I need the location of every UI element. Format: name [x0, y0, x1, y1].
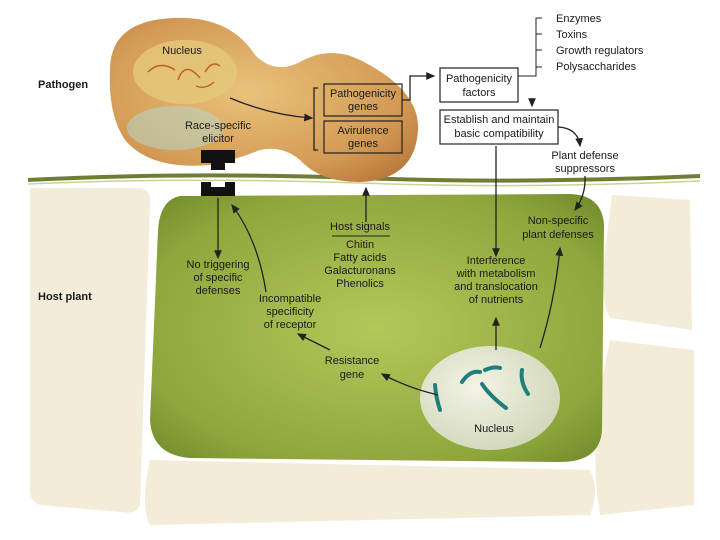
factor-item-1: Toxins [556, 29, 588, 41]
factor-item-3: Polysaccharides [556, 61, 637, 73]
elicitor-label-line2: elicitor [202, 133, 234, 145]
establish-line2: basic compatibility [454, 128, 544, 140]
host-signal-2: Galacturonans [324, 265, 396, 277]
interference-line1: Interference [467, 255, 526, 267]
incompatible-line3: of receptor [264, 319, 317, 331]
factors-bracket [535, 17, 542, 68]
chromosomes [433, 365, 530, 412]
avirulence-genes-line2: genes [348, 138, 378, 150]
pathogenicity-factors-line2: factors [462, 87, 496, 99]
suppressors-line1: Plant defense [551, 150, 618, 162]
host-nucleus-label: Nucleus [474, 423, 514, 435]
resistance-gene-line2: gene [340, 369, 364, 381]
host-signal-0: Chitin [346, 239, 374, 251]
nonspecific-line2: plant defenses [522, 229, 594, 241]
incompatible-line1: Incompatible [259, 293, 321, 305]
no-trigger-line2: of specific [194, 272, 243, 284]
pathogenicity-genes-line1: Pathogenicity [330, 88, 397, 100]
nonspecific-line1: Non-specific [528, 215, 589, 227]
host-signals-title: Host signals [330, 221, 390, 233]
establish-line1: Establish and maintain [444, 114, 555, 126]
avirulence-genes-line1: Avirulence [337, 125, 388, 137]
pathogenicity-factors-line1: Pathogenicity [446, 73, 513, 85]
pathogen-nucleus [133, 40, 237, 104]
factor-item-2: Growth regulators [556, 45, 644, 57]
pathogen-side-label: Pathogen [38, 79, 88, 91]
resistance-gene-line1: Resistance [325, 355, 379, 367]
elicitor-label-line1: Race-specific [185, 120, 252, 132]
pathogen-nucleus-label: Nucleus [162, 45, 202, 57]
avirulence-genes-box [323, 120, 403, 154]
no-trigger-line3: defenses [196, 285, 241, 297]
elicitor-shape [201, 150, 235, 170]
surrounding-cells [29, 188, 694, 525]
host-plant-side-label: Host plant [38, 291, 92, 303]
interference-line3: and translocation [454, 281, 538, 293]
no-trigger-line1: No triggering [187, 259, 250, 271]
host-signal-1: Fatty acids [333, 252, 387, 264]
host-signal-3: Phenolics [336, 278, 384, 290]
host-nucleus [420, 346, 560, 450]
pathogenicity-factors-box [439, 67, 519, 103]
factor-item-0: Enzymes [556, 13, 602, 25]
pathogenicity-genes-line2: genes [348, 101, 378, 113]
receptor-shape [201, 182, 235, 196]
interference-line2: with metabolism [456, 268, 536, 280]
incompatible-line2: specificity [266, 306, 314, 318]
suppressors-line2: suppressors [555, 163, 615, 175]
arrows [214, 72, 586, 396]
interference-line4: of nutrients [469, 294, 524, 306]
